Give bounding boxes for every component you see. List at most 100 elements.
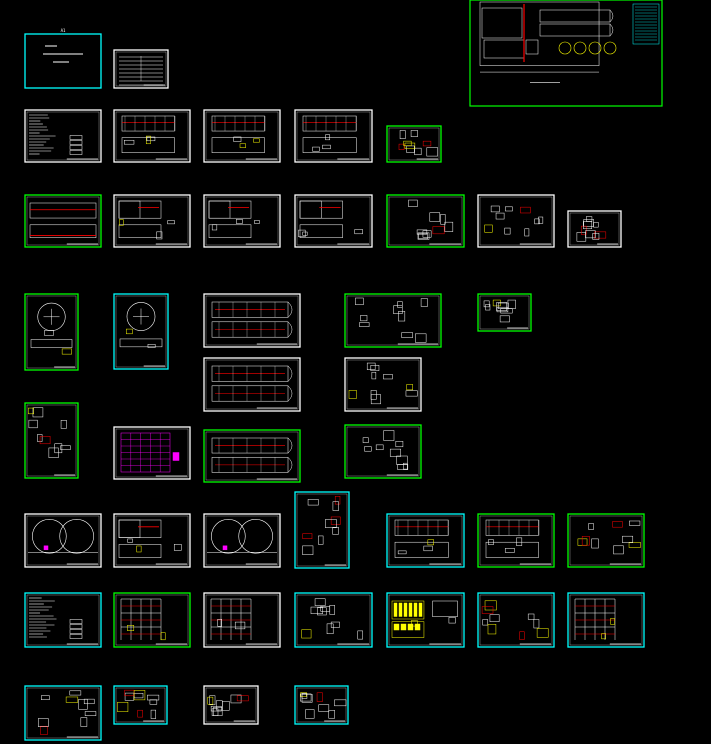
sheet-inner-border [115, 196, 189, 246]
sheet-inner-border [388, 127, 440, 161]
drawing-sheet-s07[interactable] [386, 125, 442, 163]
drawing-sheet-s43[interactable] [294, 685, 349, 725]
drawing-sheet-s20[interactable] [203, 357, 301, 412]
sheet-inner-border [115, 111, 189, 161]
sheet-frame [386, 592, 465, 648]
sheet-frame [113, 426, 191, 480]
sheet-inner-border [296, 196, 371, 246]
sheet-inner-border [26, 295, 77, 369]
sheet-inner-border [346, 359, 420, 410]
sheet-frame [203, 357, 301, 412]
sheet-inner-border [26, 687, 100, 739]
sheet-inner-border [479, 515, 553, 566]
drawing-sheet-s14[interactable] [567, 210, 622, 248]
drawing-sheet-s03[interactable] [24, 109, 102, 163]
sheet-inner-border [346, 426, 420, 477]
sheet-inner-border [205, 111, 279, 161]
drawing-sheet-s35[interactable] [203, 592, 281, 648]
drawing-sheet-s08[interactable] [24, 194, 102, 248]
sheet-inner-border [115, 594, 189, 646]
sheet-inner-border [26, 404, 77, 477]
drawing-sheet-s31[interactable] [477, 513, 555, 568]
sheet-inner-border [205, 196, 279, 246]
sheet-inner-border [479, 594, 553, 646]
drawing-sheet-s10[interactable] [203, 194, 281, 248]
sheet-inner-border [569, 594, 643, 646]
sheet-frame [294, 491, 350, 569]
sheet-frame [567, 592, 645, 648]
drawing-sheet-s16[interactable] [113, 293, 169, 370]
drawing-sheet-s18[interactable] [344, 293, 442, 348]
drawing-sheet-s19[interactable] [477, 293, 532, 332]
sheet-inner-border [205, 295, 299, 346]
drawing-sheet-s42[interactable] [203, 685, 259, 725]
drawing-sheet-s33[interactable] [24, 592, 102, 648]
sheet-inner-border [388, 594, 463, 646]
drawing-sheet-s27[interactable] [113, 513, 191, 568]
drawing-sheet-s37[interactable] [386, 592, 465, 648]
sheet-frame [24, 194, 102, 248]
drawing-sheet-s17[interactable] [203, 293, 301, 348]
sheet-frame [24, 109, 102, 163]
drawing-sheet-s05[interactable] [203, 109, 281, 163]
drawing-sheet-s02[interactable] [113, 49, 169, 89]
drawing-sheet-s40[interactable] [24, 685, 102, 741]
sheet-frame [294, 194, 373, 248]
cover-sheet-label: A1 [61, 28, 66, 33]
drawing-sheet-s25[interactable] [344, 424, 422, 479]
drawing-sheet-s11[interactable] [294, 194, 373, 248]
drawing-sheet-s34[interactable] [113, 592, 191, 648]
sheet-frame [344, 293, 442, 348]
sheet-frame [294, 685, 349, 725]
drawing-sheet-s38[interactable] [477, 592, 555, 648]
drawing-sheet-s12[interactable] [386, 194, 465, 248]
sheet-frame [24, 592, 102, 648]
sheet-frame [386, 513, 465, 568]
drawing-sheet-s41[interactable] [113, 685, 168, 725]
sheet-frame [203, 194, 281, 248]
drawing-sheet-s36[interactable] [294, 592, 373, 648]
sheet-frame [477, 293, 532, 332]
drawing-sheet-s13[interactable] [477, 194, 555, 248]
sheet-frame [386, 194, 465, 248]
drawing-sheet-s30[interactable] [386, 513, 465, 568]
drawing-sheet-s29[interactable] [294, 491, 350, 569]
drawing-sheet-s23[interactable] [113, 426, 191, 480]
drawing-sheet-s22[interactable] [24, 402, 79, 479]
sheet-frame [113, 293, 169, 370]
sheet-frame [113, 194, 191, 248]
drawing-sheet-s28[interactable] [203, 513, 281, 568]
sheet-inner-border [115, 295, 167, 368]
drawing-sheet-s21[interactable] [344, 357, 422, 412]
drawing-sheet-s15[interactable] [24, 293, 79, 371]
sheet-inner-border [26, 515, 100, 566]
sheet-frame [567, 210, 622, 248]
sheet-frame [113, 592, 191, 648]
sheet-inner-border [205, 359, 299, 410]
drawing-sheet-s09[interactable] [113, 194, 191, 248]
sheet-frame [477, 592, 555, 648]
sheet-frame [113, 49, 169, 89]
sheet-inner-border [26, 594, 100, 646]
drawing-sheet-s06[interactable] [294, 109, 373, 163]
sheet-inner-border [26, 196, 100, 246]
drawing-sheet-site[interactable] [469, 0, 663, 107]
sheet-frame [477, 513, 555, 568]
sheet-frame [344, 357, 422, 412]
drawing-sheet-s26[interactable] [24, 513, 102, 568]
sheet-inner-border [115, 51, 167, 87]
drawing-sheet-s04[interactable] [113, 109, 191, 163]
drawing-sheet-s32[interactable] [567, 513, 645, 568]
sheet-frame [294, 109, 373, 163]
drawing-sheet-s39[interactable] [567, 592, 645, 648]
drawing-sheet-s01[interactable]: A1 [24, 28, 102, 89]
sheet-frame [113, 513, 191, 568]
sheet-inner-border [296, 594, 371, 646]
sheet-inner-border [296, 493, 348, 567]
drawing-sheet-s24[interactable] [203, 429, 301, 483]
sheet-frame [24, 33, 102, 89]
sheet-inner-border [115, 687, 166, 723]
sheet-inner-border [205, 687, 257, 723]
